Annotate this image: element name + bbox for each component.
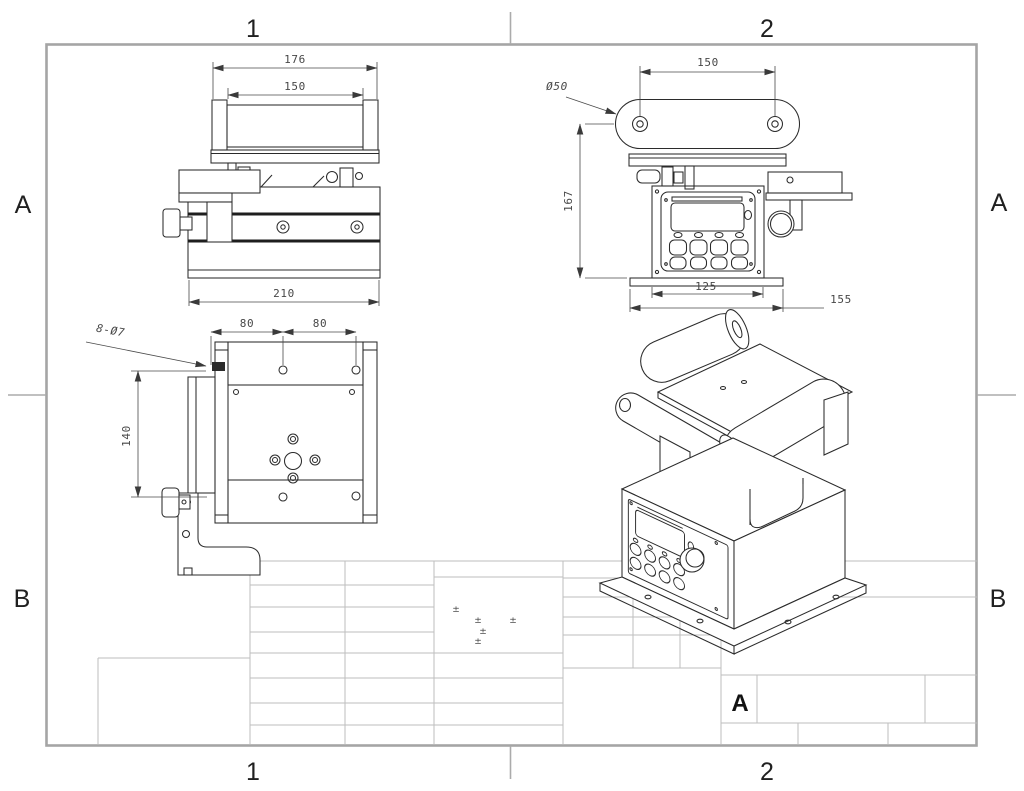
dim-hole-callout: 8-Ø7 — [95, 322, 126, 340]
lower-plate — [227, 479, 364, 524]
slide-base — [187, 186, 381, 279]
dim-roller-diameter: Ø50 — [546, 80, 568, 93]
sheet-frame — [8, 12, 1016, 779]
clamp-bracket — [162, 169, 261, 243]
zone-label-bottom-1: 1 — [246, 758, 260, 786]
iso-handle-slot — [749, 478, 804, 529]
iso-panel-buttons — [629, 537, 685, 591]
roller-axle-right — [766, 115, 784, 133]
iso-display-screen — [635, 509, 685, 558]
upper-plate — [227, 341, 364, 386]
clamp-knob — [162, 208, 181, 238]
tray-right-post — [362, 99, 379, 151]
display-screen — [670, 202, 745, 232]
iso-rear-roller — [640, 309, 750, 383]
dim-panel-width: 125 — [695, 280, 717, 293]
zone-label-left-a: A — [15, 191, 32, 219]
dim-overall-height: 167 — [562, 190, 575, 212]
zone-label-top-2: 2 — [760, 15, 774, 43]
tray-left-post — [211, 99, 228, 151]
center-boss — [269, 433, 321, 484]
mount-hole — [278, 365, 288, 375]
clamp-block — [212, 362, 225, 371]
adjust-knob — [767, 210, 795, 238]
mount-hole — [351, 491, 361, 501]
right-rail — [362, 341, 378, 524]
panel-vent — [671, 196, 743, 202]
iso-knob — [679, 547, 705, 573]
zone-label-bottom-2: 2 — [760, 758, 774, 786]
iso-link-hole — [618, 397, 632, 413]
dim-hole-pitch-right: 80 — [313, 317, 327, 330]
hinge-hole — [325, 170, 339, 184]
tolerance-mark: ± — [452, 605, 460, 615]
zone-labels: 1 2 1 2 A B A B — [14, 15, 1008, 786]
panel-face — [660, 191, 756, 272]
zone-label-right-a: A — [991, 189, 1008, 217]
tolerance-mark: ± — [479, 627, 487, 637]
mount-hole — [351, 365, 361, 375]
knob-stem — [179, 216, 193, 231]
rail-screw — [276, 220, 290, 234]
dim-base-width: 210 — [273, 287, 295, 300]
iso-base-plate — [598, 576, 868, 655]
rail-screw — [350, 220, 364, 234]
panel-buttons — [668, 231, 749, 270]
tray-base-plate — [210, 149, 380, 164]
border-frame — [45, 43, 978, 747]
mount-hole — [278, 492, 288, 502]
side-view: 150 Ø50 167 125 155 — [546, 56, 853, 312]
tolerance-mark: ± — [509, 616, 517, 626]
iso-platform — [656, 343, 854, 443]
mount-plate — [628, 153, 787, 167]
base-foot-plate — [629, 277, 784, 287]
control-panel — [651, 185, 765, 279]
isometric-view — [598, 309, 868, 655]
side-bracket — [765, 171, 853, 238]
tolerance-mark: ± — [474, 616, 482, 626]
dim-hole-pitch-left: 80 — [240, 317, 254, 330]
plan-knob — [161, 487, 191, 518]
dim-base-width: 155 — [830, 293, 852, 306]
roller-axle-left — [631, 115, 649, 133]
tray-body — [226, 104, 364, 148]
indicator-led — [743, 209, 753, 221]
dim-tray-inner-width: 150 — [284, 80, 306, 93]
dim-vertical-pitch: 140 — [120, 425, 133, 447]
iso-control-panel — [627, 499, 729, 620]
plan-view: 80 80 140 8-Ø7 — [85, 317, 378, 576]
title-block-zone-letter: A — [731, 690, 748, 717]
dim-roller-spacing: 150 — [697, 56, 719, 69]
tolerance-mark: ± — [474, 637, 482, 647]
iso-support-right — [823, 391, 849, 456]
plan-view-dimensions: 80 80 140 8-Ø7 — [85, 317, 357, 498]
side-view-dimensions: 150 Ø50 167 125 155 — [546, 56, 852, 312]
side-channel — [187, 376, 216, 494]
zone-label-top-1: 1 — [246, 15, 260, 43]
dim-tray-outer-width: 176 — [284, 53, 306, 66]
front-view-dimensions: 176 150 210 — [188, 53, 380, 306]
zone-label-right-b: B — [990, 585, 1007, 613]
front-view: 176 150 210 — [162, 53, 381, 306]
roller-pair-outline — [615, 98, 800, 150]
zone-label-left-b: B — [14, 585, 31, 613]
